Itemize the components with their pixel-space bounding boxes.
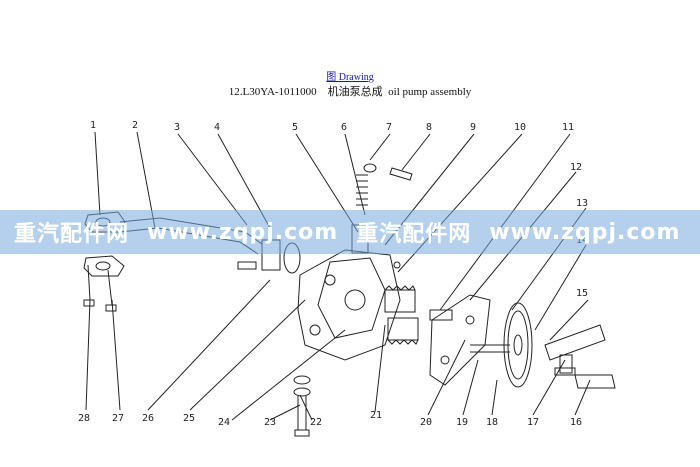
callout-8: 8 <box>426 122 432 133</box>
callout-22: 22 <box>310 417 322 428</box>
callout-26: 26 <box>142 413 154 424</box>
callout-17: 17 <box>527 417 539 428</box>
callout-9: 9 <box>470 122 476 133</box>
assembly-title: 12.L30YA-1011000 机油泵总成 oil pump assembly <box>228 86 472 98</box>
callout-10: 10 <box>514 122 526 133</box>
callout-12: 12 <box>570 162 582 173</box>
callout-6: 6 <box>341 122 347 133</box>
watermark-text: 重汽配件网 <box>14 222 130 247</box>
callout-18: 18 <box>486 417 498 428</box>
callout-23: 23 <box>264 417 276 428</box>
callouts-top: 1 2 3 4 5 6 7 8 9 10 11 <box>90 120 574 133</box>
callout-11: 11 <box>562 122 574 133</box>
watermark-url: www.zqpj.com <box>489 219 681 245</box>
callout-16: 16 <box>570 417 582 428</box>
callout-13: 13 <box>576 198 588 209</box>
callout-25: 25 <box>183 413 195 424</box>
drawing-link[interactable]: 图 Drawing <box>326 72 374 83</box>
callout-15: 15 <box>576 288 588 299</box>
callout-3: 3 <box>174 122 180 133</box>
callout-4: 4 <box>214 122 220 133</box>
callout-28: 28 <box>78 413 90 424</box>
callout-20: 20 <box>420 417 432 428</box>
callout-24: 24 <box>218 417 230 428</box>
callout-7: 7 <box>386 122 392 133</box>
callout-21: 21 <box>370 410 382 421</box>
watermark-band: 重汽配件网 www.zqpj.com 重汽配件网 www.zqpj.com <box>0 210 700 254</box>
callout-5: 5 <box>292 122 298 133</box>
callouts-bottom: 28 27 26 25 24 23 22 21 20 19 18 17 16 <box>78 410 582 428</box>
watermark-text: 重汽配件网 <box>356 222 472 247</box>
watermark-url: www.zqpj.com <box>147 219 339 245</box>
callout-2: 2 <box>132 120 138 131</box>
callout-1: 1 <box>90 120 96 131</box>
callout-19: 19 <box>456 417 468 428</box>
callout-27: 27 <box>112 413 124 424</box>
